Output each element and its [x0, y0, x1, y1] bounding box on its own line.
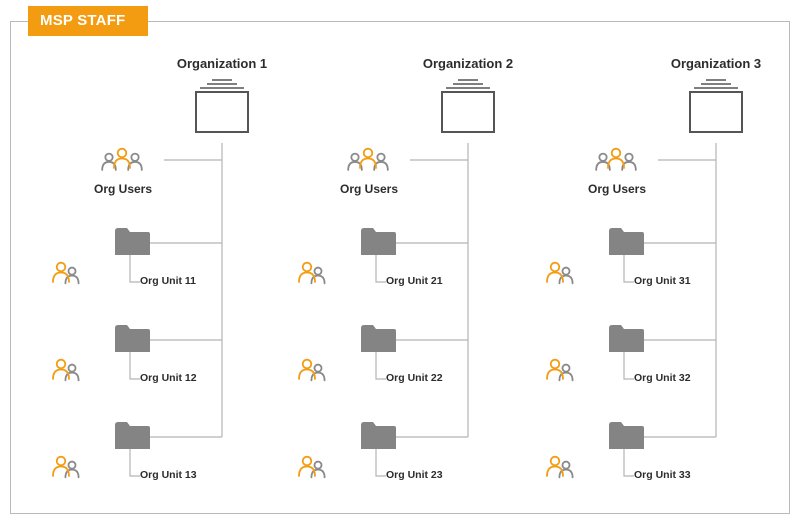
org-unit-users-icon: [52, 455, 80, 479]
org-unit-label: Org Unit 21: [386, 275, 443, 287]
org-users-icon: [101, 147, 143, 171]
org-unit-elbow-line: [375, 352, 386, 380]
folder-icon: [361, 325, 396, 352]
folder-icon: [115, 422, 150, 449]
org-users-icon: [347, 147, 389, 171]
org-unit-users-icon: [546, 455, 574, 479]
org-unit-label: Org Unit 32: [634, 372, 691, 384]
org-unit-elbow-line: [129, 449, 140, 477]
msp-staff-container: [10, 21, 790, 514]
org-users-label: Org Users: [340, 182, 398, 196]
org-unit-label: Org Unit 31: [634, 275, 691, 287]
org-unit-elbow-line: [129, 352, 140, 380]
org-unit-users-icon: [298, 358, 326, 382]
folder-icon: [609, 325, 644, 352]
org-unit-users-icon: [546, 358, 574, 382]
org-unit-elbow-line: [375, 255, 386, 283]
org-unit-label: Org Unit 11: [140, 275, 196, 287]
org-unit-label: Org Unit 13: [140, 469, 197, 481]
org-unit-users-icon: [298, 455, 326, 479]
org-users-label: Org Users: [588, 182, 646, 196]
folder-icon: [609, 422, 644, 449]
folder-icon: [609, 228, 644, 255]
org-unit-elbow-line: [129, 255, 140, 283]
org-unit-label: Org Unit 12: [140, 372, 197, 384]
org-unit-elbow-line: [375, 449, 386, 477]
organization-title: Organization 1: [177, 56, 267, 71]
org-unit-elbow-line: [623, 352, 634, 380]
folder-icon: [361, 228, 396, 255]
org-users-icon: [595, 147, 637, 171]
org-unit-users-icon: [52, 261, 80, 285]
org-unit-elbow-line: [623, 449, 634, 477]
org-users-label: Org Users: [94, 182, 152, 196]
folder-icon: [361, 422, 396, 449]
org-unit-label: Org Unit 23: [386, 469, 443, 481]
org-unit-label: Org Unit 22: [386, 372, 443, 384]
msp-staff-badge: MSP STAFF: [28, 6, 148, 36]
org-unit-label: Org Unit 33: [634, 469, 691, 481]
organization-icon: [441, 79, 495, 133]
org-unit-users-icon: [298, 261, 326, 285]
org-unit-users-icon: [52, 358, 80, 382]
organization-title: Organization 3: [671, 56, 761, 71]
org-unit-users-icon: [546, 261, 574, 285]
organization-title: Organization 2: [423, 56, 513, 71]
folder-icon: [115, 325, 150, 352]
organization-icon: [195, 79, 249, 133]
organization-icon: [689, 79, 743, 133]
folder-icon: [115, 228, 150, 255]
org-unit-elbow-line: [623, 255, 634, 283]
